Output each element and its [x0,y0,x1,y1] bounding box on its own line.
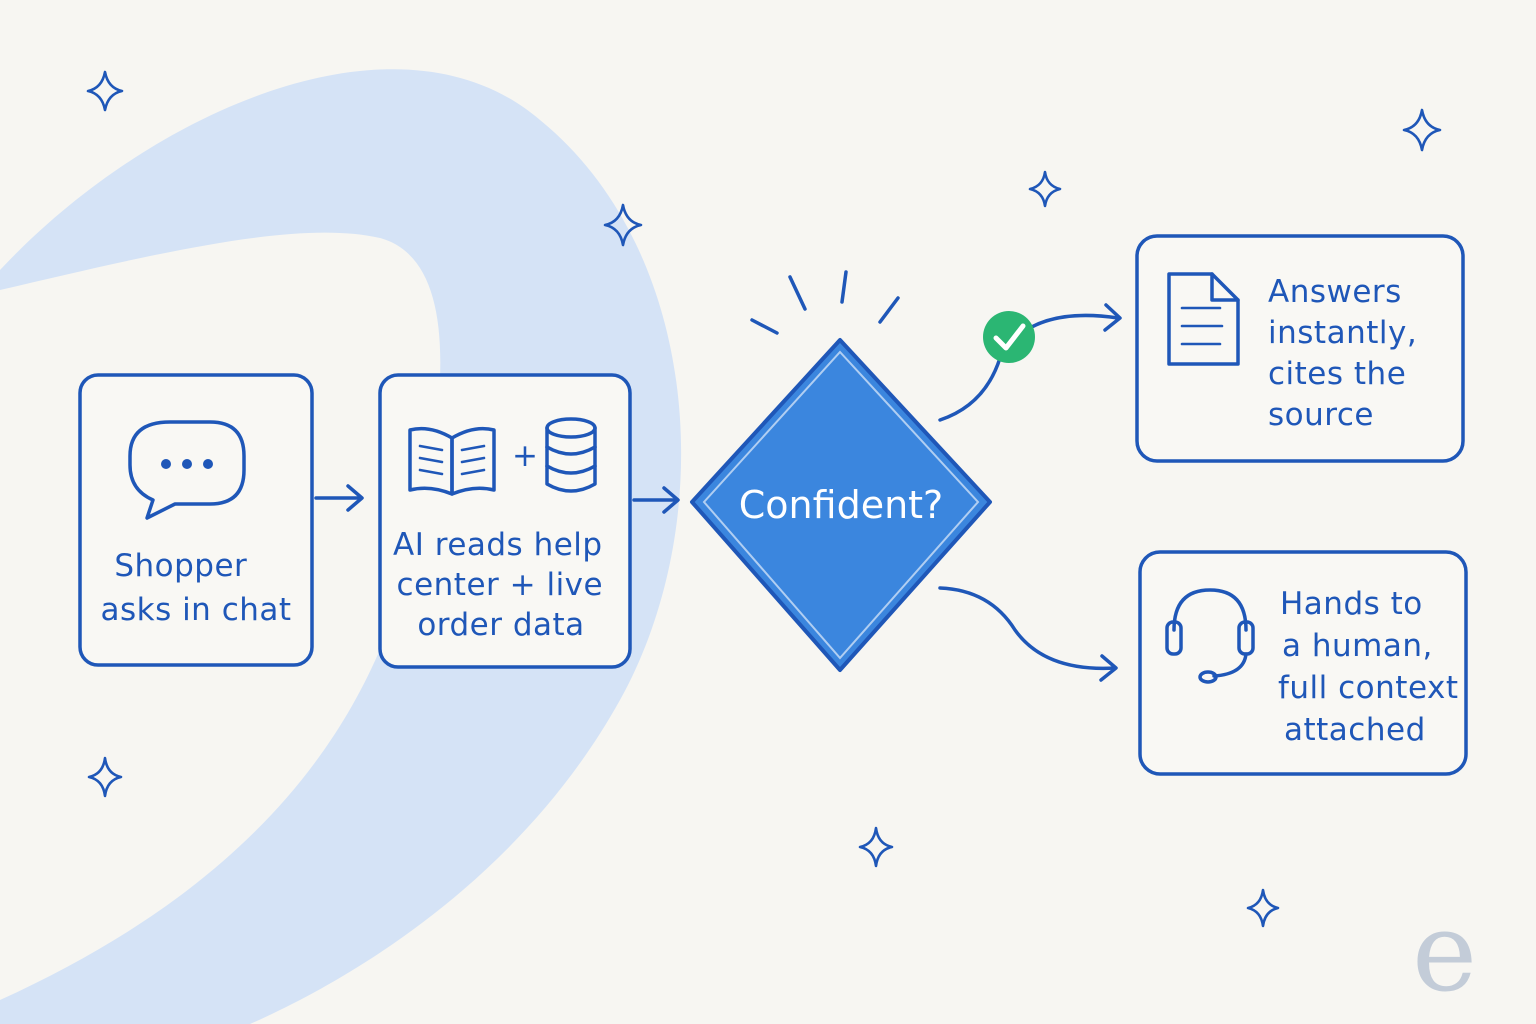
emphasis-rays [750,270,900,335]
step-label-line: full context [1278,670,1458,706]
document-icon [1167,272,1240,366]
step-label-line: Shopper [114,548,247,584]
step-box [1138,550,1468,776]
chat-bubble-icon [128,420,246,520]
step-shopper: Shopper asks in chat [78,373,314,667]
step-label-line: a human, [1282,628,1433,664]
sparkle-icon [1246,888,1280,928]
step-label-line: AI reads help [393,527,603,563]
step-label-line: attached [1284,712,1426,748]
step-label-line: order data [417,607,584,643]
arrow-connector-no [938,586,1118,682]
svg-text:AI reads help center + l: AI reads help center + live order data [393,527,613,643]
sparkle-decorations [86,70,1442,928]
background-swoosh [0,69,682,1024]
headset-icon [1165,588,1255,684]
svg-text:Hands to a human,: Hands to a human, full context attached [1278,586,1469,748]
step-box [78,373,314,667]
svg-text:Shopper asks in chat: Shopper asks in chat [100,548,291,628]
decision-label: Confident? [739,483,943,527]
step-label-line: asks in chat [100,592,291,628]
brand-logo: e [1412,888,1477,1016]
step-box [1135,234,1465,463]
arrow-connector [632,486,680,514]
sparkle-icon [86,70,124,112]
svg-text:Answers instantly,: Answers instantly, cites the source [1268,274,1428,433]
sparkle-icon [603,203,643,247]
step-label-line: center + live [397,567,604,603]
sparkle-icon [1028,170,1062,208]
database-icon [545,417,597,493]
checkmark-icon [983,311,1035,363]
step-box [378,373,632,669]
decision-diamond: Confident? [690,270,992,672]
arrow-connector [314,484,364,512]
step-label-line: Answers [1268,274,1402,310]
step-label-line: instantly, [1268,315,1417,351]
sparkle-icon [87,756,123,798]
step-ai: + AI reads help center + live order data [378,373,632,669]
step-label-line: Hands to [1280,586,1423,622]
step-human: Hands to a human, full context attached [1138,550,1469,776]
sparkle-icon [858,826,894,868]
step-label-line: cites the [1268,356,1406,392]
plus-sign: + [512,438,538,474]
book-icon [408,426,496,496]
sparkle-icon [1402,108,1442,152]
step-label-line: source [1268,397,1374,433]
step-answers: Answers instantly, cites the source [1135,234,1465,463]
